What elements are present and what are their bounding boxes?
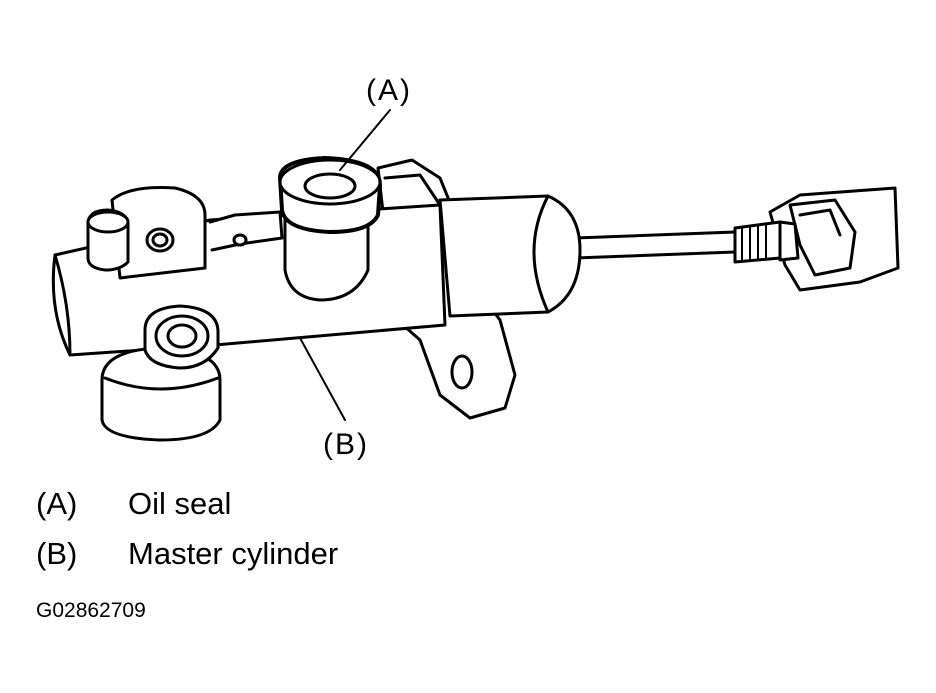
port-fitting-lower (100, 346, 222, 442)
clevis-bracket (768, 186, 900, 292)
bleeder-nipple (86, 208, 130, 272)
master-cylinder-illustration (51, 109, 900, 442)
legend-label: Master cylinder (128, 536, 339, 571)
legend-item-oil-seal: (A) Oil seal (36, 488, 231, 519)
cylinder-rear (438, 194, 582, 318)
leader-line-b (299, 337, 346, 421)
legend-key: (A) (36, 486, 78, 521)
port-fitting-front (143, 304, 220, 370)
callout-label-a: (A) (366, 74, 412, 107)
figure-code: G02862709 (36, 599, 146, 622)
legend-label: Oil seal (128, 486, 232, 521)
legend-key: (B) (36, 536, 78, 571)
front-boss (110, 186, 207, 280)
leader-line-a (339, 109, 391, 171)
legend-item-master-cylinder: (B) Master cylinder (36, 538, 338, 569)
push-rod (573, 220, 800, 264)
callout-label-b: (B) (323, 428, 369, 461)
oil-seal (278, 156, 382, 234)
